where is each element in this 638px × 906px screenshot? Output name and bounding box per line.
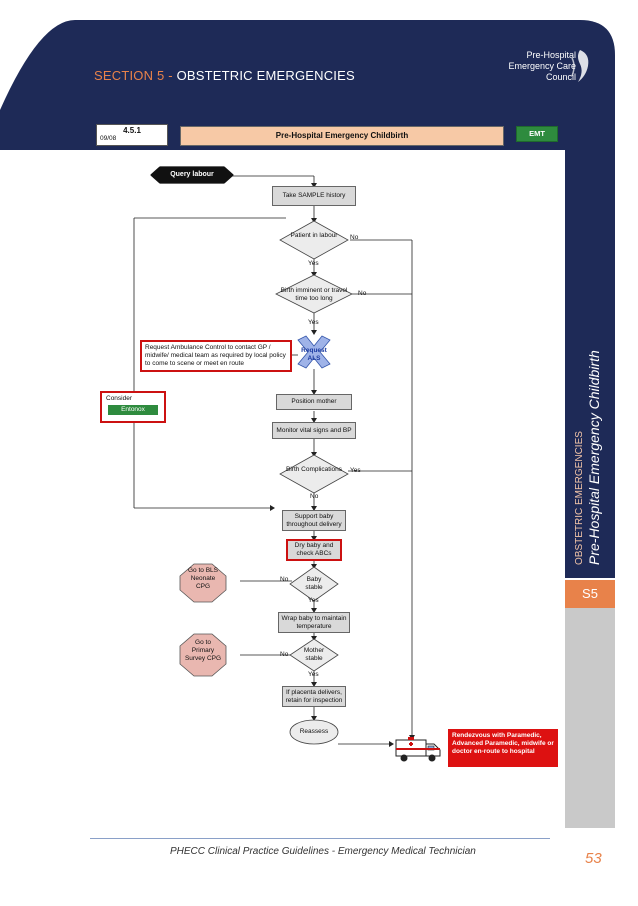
council-name: Pre-Hospital Emergency Care Council xyxy=(456,50,576,83)
label-no-5: No xyxy=(280,651,289,658)
dry-baby-box: Dry baby and check ABCs xyxy=(286,539,342,561)
consider-label: Consider xyxy=(106,395,133,402)
section-name: OBSTETRIC EMERGENCIES xyxy=(176,68,355,83)
cpg-title-box: Pre-Hospital Emergency Childbirth xyxy=(180,126,504,146)
wrap-baby-box: Wrap baby to maintain temperature xyxy=(278,612,350,633)
side-bar xyxy=(565,150,615,578)
page-number: 53 xyxy=(585,850,602,867)
support-baby-box: Support baby throughout delivery xyxy=(282,510,346,531)
council-line1: Pre-Hospital xyxy=(526,50,576,60)
council-line3: Council xyxy=(545,72,576,82)
sample-history-box: Take SAMPLE history xyxy=(272,186,356,206)
entonox-badge: Entonox xyxy=(108,405,158,415)
label-yes-1: Yes xyxy=(308,260,319,267)
ambulance-icon xyxy=(395,737,441,762)
request-als-label: Request ALS xyxy=(301,347,327,362)
label-no-3: No xyxy=(310,493,319,500)
cpg-number-box: 4.5.1 09/08 xyxy=(96,124,168,146)
label-yes-3: Yes xyxy=(350,467,361,474)
query-labour-box: Query labour xyxy=(150,166,234,184)
label-no-4: No xyxy=(280,576,289,583)
side-grey-block xyxy=(565,608,615,828)
label-yes-2: Yes xyxy=(308,319,319,326)
section-code-badge: S5 xyxy=(565,580,615,608)
footer-rule xyxy=(90,838,550,839)
footer-text: PHECC Clinical Practice Guidelines - Eme… xyxy=(170,846,476,857)
birth-complications-diamond: Birth Complications xyxy=(286,466,342,473)
emt-badge: EMT xyxy=(516,126,558,142)
label-yes-5: Yes xyxy=(308,671,319,678)
label-no-1: No xyxy=(350,234,359,241)
baby-stable-diamond: Baby stable xyxy=(305,576,323,591)
council-line2: Emergency Care xyxy=(508,61,576,71)
request-ambulance-box: Request Ambulance Control to contact GP … xyxy=(140,340,292,372)
position-mother-box: Position mother xyxy=(276,394,352,410)
header-banner xyxy=(0,20,615,150)
cpg-date: 09/08 xyxy=(100,135,117,142)
reassess-ellipse: Reassess xyxy=(299,728,329,735)
label-no-2: No xyxy=(358,290,367,297)
council-logo-icon xyxy=(571,50,589,82)
cpg-number: 4.5.1 xyxy=(123,126,141,135)
consider-entonox-box: Consider Entonox xyxy=(100,391,166,423)
label-yes-4: Yes xyxy=(308,597,319,604)
section-label: SECTION 5 - xyxy=(94,68,177,83)
go-bls-octagon[interactable]: Go to BLS Neonate CPG xyxy=(188,567,218,590)
placenta-box: If placenta delivers, retain for inspect… xyxy=(282,686,346,707)
patient-labour-diamond: Patient in labour xyxy=(290,232,338,239)
birth-imminent-diamond: Birth imminent or travel time too long xyxy=(280,287,348,302)
monitor-vitals-box: Monitor vital signs and BP xyxy=(272,422,356,439)
go-primary-octagon[interactable]: Go to Primary Survey CPG xyxy=(184,639,222,662)
rendezvous-box: Rendezvous with Paramedic, Advanced Para… xyxy=(448,729,558,767)
request-als-icon xyxy=(297,335,331,369)
mother-stable-diamond: Mother stable xyxy=(303,647,325,662)
section-title: SECTION 5 - OBSTETRIC EMERGENCIES xyxy=(94,68,355,83)
